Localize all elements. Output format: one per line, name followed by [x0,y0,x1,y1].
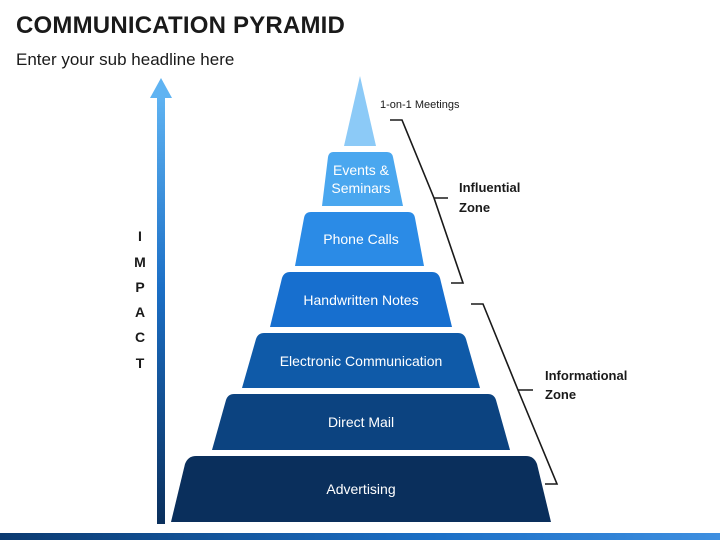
influential-zone-label-line2: Zone [459,200,490,215]
impact-letter-m: M [134,254,146,270]
impact-letter-p: P [135,279,145,295]
impact-letter-a: A [134,304,146,320]
pyramid-level-phone [295,212,424,266]
informational-zone-label-line1: Informational [545,368,627,383]
influential-zone-brace [390,119,465,284]
level-label-advertising: Advertising [326,481,395,497]
page-subtitle: Enter your sub headline here [16,50,235,69]
impact-arrow [150,78,172,524]
pyramid-level-electronic [242,333,480,388]
influential-zone-label-line1: Influential [459,180,520,195]
pyramid-level-direct-mail [212,394,510,450]
level-label-direct-mail: Direct Mail [328,414,394,430]
level-label-phone: Phone Calls [323,231,399,247]
page-title: COMMUNICATION PYRAMID [16,12,346,39]
bottom-accent-bar [0,533,720,540]
level-label-events-line1: Events & [333,162,390,178]
impact-letter-i: I [138,228,142,244]
pyramid-level-advertising [171,456,551,522]
pyramid-apex [344,76,376,146]
informational-zone-label-line2: Zone [545,387,576,402]
impact-letter-c: C [134,329,146,345]
apex-label: 1-on-1 Meetings [380,99,460,111]
impact-letter-t: T [135,355,145,371]
level-label-events-line2: Seminars [331,180,390,196]
level-label-electronic: Electronic Communication [280,353,443,369]
pyramid-level-handwritten [270,272,452,327]
informational-zone-brace [471,303,559,485]
pyramid-level-events [322,152,403,206]
level-label-handwritten: Handwritten Notes [303,292,418,308]
